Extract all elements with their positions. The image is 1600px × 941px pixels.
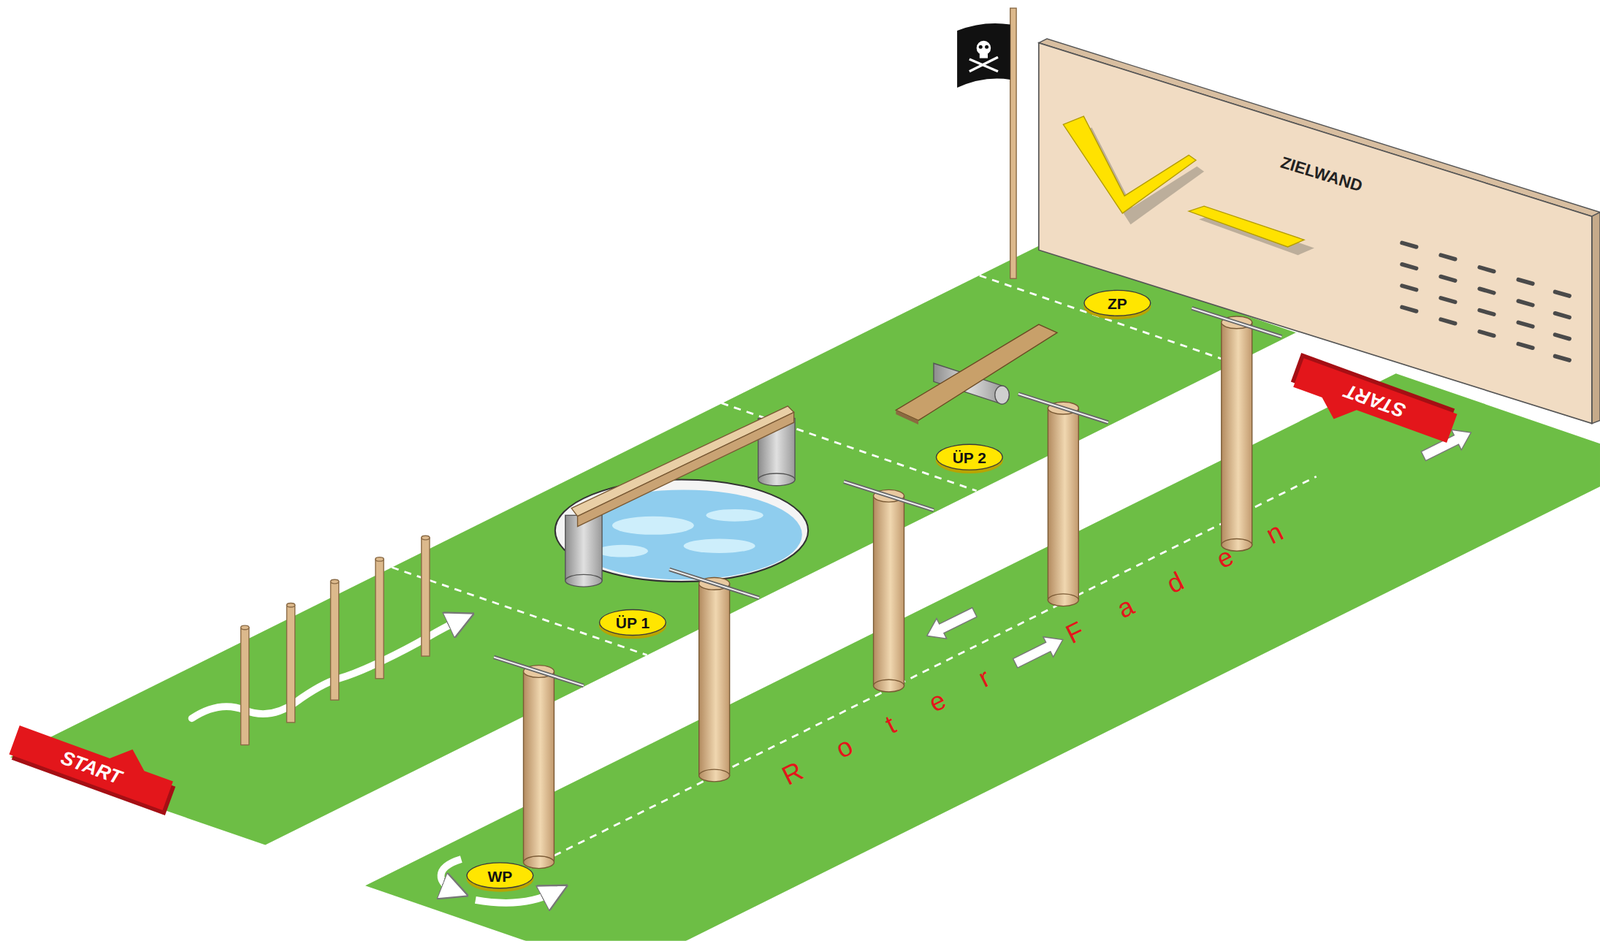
seesaw bbox=[895, 324, 1058, 425]
direction-arrows bbox=[922, 422, 1476, 673]
station-label: ÜP 1 bbox=[615, 613, 650, 632]
target-shapes bbox=[1063, 116, 1315, 255]
station-label: ZP bbox=[1107, 294, 1128, 312]
station-marker: ÜP 1 bbox=[599, 609, 667, 636]
pirate-flag bbox=[957, 8, 1017, 279]
station-label: WP bbox=[487, 866, 513, 885]
slalom-poles bbox=[241, 535, 430, 745]
station-label: ÜP 2 bbox=[952, 448, 987, 467]
route-label: Roter Faden bbox=[777, 497, 1326, 792]
station-marker: ÜP 2 bbox=[935, 444, 1004, 471]
wooden-posts bbox=[493, 308, 1282, 869]
turn-arrows bbox=[441, 859, 556, 904]
wall-slots bbox=[1402, 242, 1570, 361]
station-marker: ZP bbox=[1083, 290, 1151, 317]
start-arrow: START bbox=[9, 710, 179, 811]
station-marker: WP bbox=[466, 862, 534, 889]
water-pool bbox=[555, 406, 809, 587]
start-label: START bbox=[9, 725, 174, 811]
slalom-path bbox=[192, 619, 462, 719]
field-strip bbox=[365, 373, 1600, 941]
